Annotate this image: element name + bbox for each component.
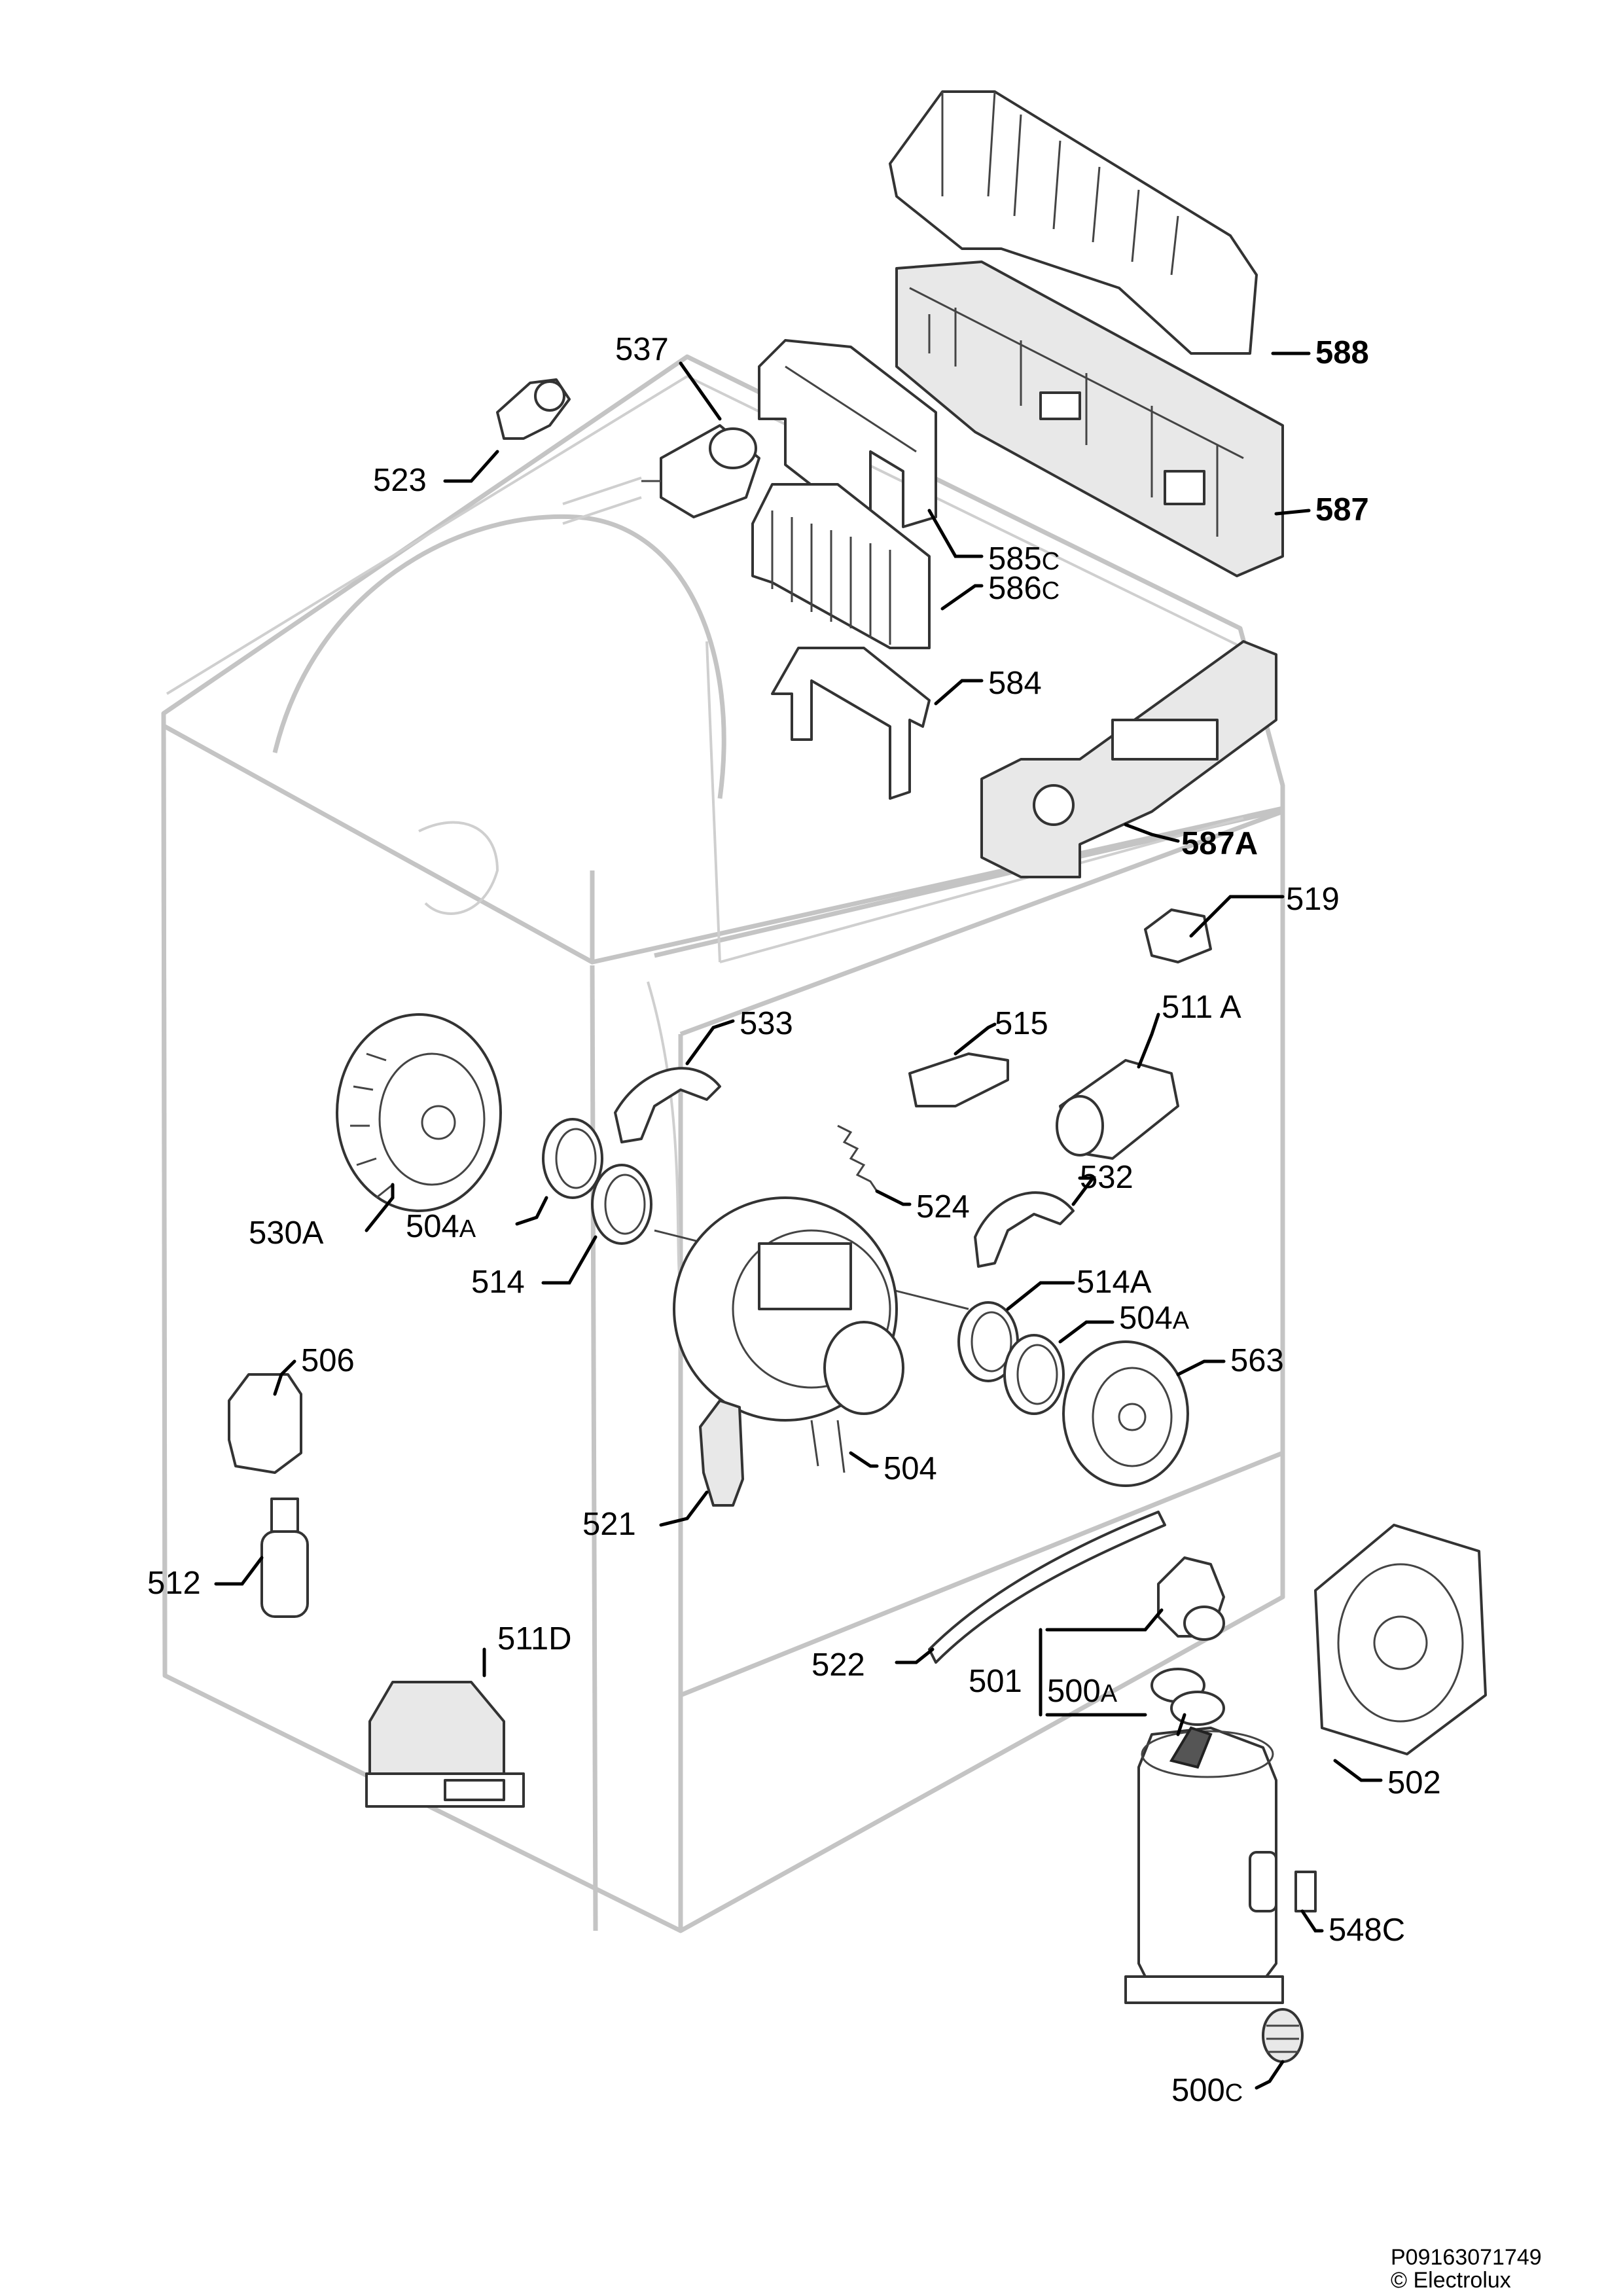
part-504a-ring-right bbox=[1003, 1334, 1065, 1415]
label-504a-right: 504A bbox=[1119, 1300, 1190, 1336]
part-501-valve bbox=[1157, 1556, 1225, 1641]
part-548c-connector bbox=[1294, 1871, 1317, 1912]
label-514a: 514A bbox=[1077, 1265, 1152, 1300]
part-587a-display bbox=[980, 640, 1277, 878]
diagram-code: P09163071749 bbox=[1391, 2245, 1542, 2270]
label-521: 521 bbox=[582, 1507, 636, 1542]
label-501: 501 bbox=[969, 1664, 1022, 1699]
label-504a-left: 504A bbox=[406, 1209, 476, 1244]
label-587a: 587A bbox=[1181, 826, 1258, 861]
label-523: 523 bbox=[373, 463, 427, 498]
part-labels: 588 587 537 523 585C 586C 584 587A 519 5… bbox=[147, 332, 1441, 2108]
label-500c: 500C bbox=[1171, 2073, 1243, 2108]
part-519-sensor bbox=[1144, 908, 1212, 963]
label-587: 587 bbox=[1315, 492, 1369, 528]
label-584: 584 bbox=[988, 666, 1042, 701]
label-511d: 511D bbox=[497, 1621, 572, 1657]
part-515-switch bbox=[908, 1052, 1009, 1107]
label-502: 502 bbox=[1387, 1765, 1441, 1801]
part-504-motor bbox=[654, 1196, 969, 1473]
part-585c-housing bbox=[758, 339, 937, 528]
label-533: 533 bbox=[740, 1006, 793, 1041]
leader-lines bbox=[214, 351, 1383, 2090]
part-563-pulley bbox=[1062, 1340, 1189, 1487]
part-506-relay bbox=[228, 1373, 302, 1474]
part-523-connector bbox=[496, 378, 571, 440]
part-514-ring bbox=[591, 1164, 652, 1245]
label-511a: 511 A bbox=[1162, 990, 1241, 1025]
label-512: 512 bbox=[147, 1566, 201, 1601]
part-530a-fan bbox=[336, 1013, 502, 1212]
part-512-capacitor bbox=[260, 1498, 309, 1618]
label-506: 506 bbox=[301, 1343, 355, 1378]
label-515: 515 bbox=[995, 1006, 1048, 1041]
part-532-bracket bbox=[974, 1191, 1075, 1268]
part-586c-heatsink bbox=[751, 483, 931, 649]
part-522-strip bbox=[928, 1511, 1166, 1664]
part-587-control-board bbox=[895, 260, 1284, 577]
part-511a-filter bbox=[1056, 1059, 1179, 1160]
copyright-text: © Electrolux bbox=[1391, 2268, 1511, 2293]
label-585c: 585C bbox=[988, 541, 1060, 577]
part-500c-grommet bbox=[1262, 2008, 1304, 2063]
label-514: 514 bbox=[471, 1265, 525, 1300]
label-586c: 586C bbox=[988, 571, 1060, 606]
label-563: 563 bbox=[1230, 1343, 1284, 1378]
label-532: 532 bbox=[1080, 1160, 1133, 1195]
footer: P09163071749 © Electrolux bbox=[1391, 2245, 1542, 2293]
part-533-bracket bbox=[614, 1067, 721, 1143]
label-524: 524 bbox=[916, 1189, 970, 1225]
part-504a-ring-left bbox=[542, 1118, 603, 1199]
label-530a: 530A bbox=[249, 1215, 324, 1251]
label-504: 504 bbox=[883, 1451, 937, 1486]
label-548c: 548C bbox=[1329, 1912, 1405, 1948]
part-524-spring bbox=[837, 1124, 878, 1192]
part-500-compressor bbox=[1124, 1726, 1284, 2004]
part-537-capacitor bbox=[641, 424, 760, 518]
part-584-bracket bbox=[771, 647, 931, 800]
label-500a: 500A bbox=[1047, 1674, 1118, 1709]
label-588: 588 bbox=[1315, 335, 1369, 370]
part-500a-gasket bbox=[1150, 1668, 1225, 1726]
part-588-cover bbox=[889, 90, 1258, 355]
part-521-latch bbox=[699, 1399, 744, 1507]
label-522: 522 bbox=[812, 1647, 865, 1683]
part-502-cooling-fan bbox=[1314, 1524, 1487, 1755]
cabinet-outline bbox=[161, 354, 1285, 1933]
part-511d-transformer bbox=[365, 1681, 525, 1808]
label-537: 537 bbox=[615, 332, 669, 367]
label-519: 519 bbox=[1286, 882, 1340, 917]
